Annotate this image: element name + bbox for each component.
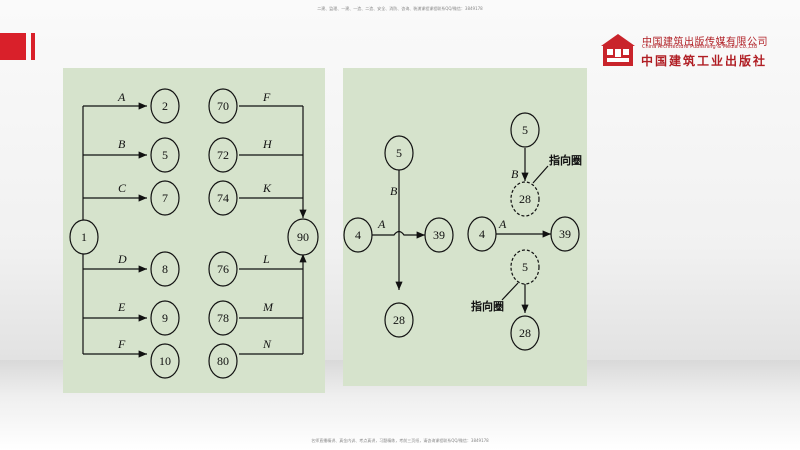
- pointer-label-bottom: 指向圈: [471, 299, 504, 313]
- node-label: 39: [559, 227, 571, 241]
- node-label: 5: [396, 146, 402, 160]
- activity-label: D: [117, 252, 127, 266]
- activity-label: L: [262, 252, 270, 266]
- node-label: 70: [217, 99, 229, 113]
- activity-label: M: [262, 300, 274, 314]
- activity-label: B: [511, 167, 519, 181]
- node-label: 74: [217, 191, 229, 205]
- node-label: 72: [217, 148, 229, 162]
- node-label: 78: [217, 311, 229, 325]
- node-label: 5: [522, 123, 528, 137]
- node-label: 39: [433, 228, 445, 242]
- activity-label: B: [118, 137, 126, 151]
- start-node-label: 1: [81, 230, 87, 244]
- activity-label: E: [117, 300, 126, 314]
- pointer-crossing-diagram: [495, 148, 551, 313]
- publisher-name-script: 中国建筑工业出版社: [641, 54, 768, 68]
- activity-label: K: [262, 181, 272, 195]
- activity-label: B: [390, 184, 398, 198]
- publisher-logo-icon: [601, 34, 635, 66]
- node-label: 2: [162, 99, 168, 113]
- crossing-diagrams: 5 4 39 28 B A 5 28 4 39 5 28 B A 指向圈: [343, 112, 582, 351]
- activity-label: H: [262, 137, 273, 151]
- header-contact-text: 二建、监理、一建、一造、二造、安全、消防、咨询、装潢课程课程联系QQ/微信：38…: [317, 6, 483, 11]
- node-label: 5: [162, 148, 168, 162]
- pointer-label-top: 指向圈: [549, 153, 582, 167]
- node-label: 8: [162, 262, 168, 276]
- publisher-name-en: China Architecture Publishing & Media Co…: [642, 44, 757, 50]
- activity-label: F: [262, 90, 271, 104]
- node-label: 28: [393, 313, 405, 327]
- accent-bar-left: [0, 33, 26, 60]
- node-label: 4: [479, 227, 485, 241]
- activity-label: A: [117, 90, 126, 104]
- node-label: 28: [519, 326, 531, 340]
- end-node-label: 90: [297, 230, 309, 244]
- activity-label: A: [377, 217, 386, 231]
- node-label: 76: [217, 262, 229, 276]
- network-panel-right: 5 4 39 28 B A 5 28 4 39 5 28 B A 指向圈: [343, 68, 587, 386]
- bridge-crossing-diagram: [371, 169, 425, 290]
- activity-label: F: [117, 337, 126, 351]
- activity-label: C: [118, 181, 127, 195]
- accent-bar-thin: [31, 33, 35, 60]
- node-label: 4: [355, 228, 361, 242]
- node-label: 28: [519, 192, 531, 206]
- node-label: 9: [162, 311, 168, 325]
- footer-contact-text: 名师直播精讲、真金内训、考点真讲，习题精练，考前三页纸，请咨询课程联系QQ/微信…: [311, 438, 489, 443]
- node-label: 80: [217, 354, 229, 368]
- activity-label: A: [498, 217, 507, 231]
- node-label: 7: [162, 191, 168, 205]
- node-label: 5: [522, 260, 528, 274]
- network-diagram-left: 1 90 2 5 7 8 9 10 A B C D E F 70 72 74 7…: [69, 88, 319, 379]
- node-label: 10: [159, 354, 171, 368]
- activity-label: N: [262, 337, 272, 351]
- network-panel-left: 1 90 2 5 7 8 9 10 A B C D E F 70 72 74 7…: [63, 68, 325, 393]
- publisher-name-cn: 中国建筑出版传媒有限公司: [642, 37, 768, 48]
